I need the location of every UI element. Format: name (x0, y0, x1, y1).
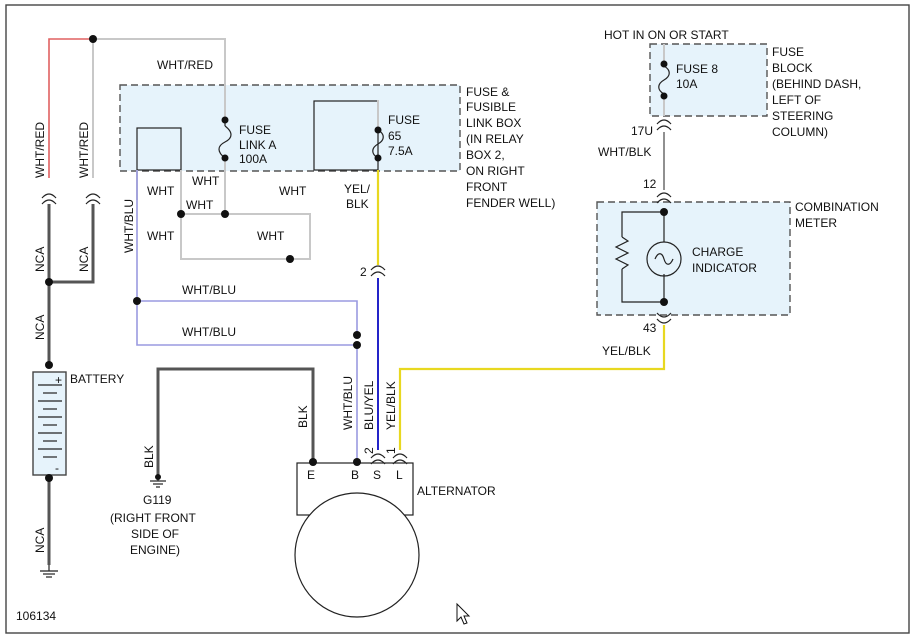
terminal-e-label: E (307, 468, 315, 482)
connector-43: 43 (643, 321, 657, 335)
ground-label-1: G119 (143, 493, 172, 507)
fuse-65-label-1: FUSE (388, 113, 420, 127)
junction-dots (45, 35, 668, 482)
wire-nca-left2-label: NCA (77, 247, 91, 272)
hot-in-label: HOT IN ON OR START (604, 28, 729, 42)
wht-blu-wires (136, 170, 358, 462)
fuse-block-label-3: (BEHIND DASH, (772, 77, 861, 91)
fuse65-output-wire (370, 100, 386, 450)
wire-wht-blu-h1-label: WHT/BLU (182, 283, 236, 297)
fuse-block-label-6: COLUMN) (772, 125, 828, 139)
charge-lamp-wire (398, 325, 666, 450)
wire-nca-left1-label: NCA (33, 247, 47, 272)
wire-yel-blk-alt-label: YEL/BLK (384, 381, 398, 430)
wire-yel-blk-meter-label: YEL/BLK (602, 344, 651, 358)
wire-blu-yel-label: BLU/YEL (362, 380, 376, 430)
ground-label-3: SIDE OF (131, 527, 179, 541)
combination-meter-label-2: METER (795, 216, 837, 230)
svg-text:+: + (55, 373, 62, 387)
fuse-link-a-label-3: 100A (239, 152, 267, 166)
wire-wht-red-top-label: WHT/RED (157, 58, 213, 72)
terminal-l-label: L (396, 468, 403, 482)
fuse-block-label-4: LEFT OF (772, 93, 821, 107)
fuse-link-a-label-2: LINK A (239, 138, 276, 152)
charge-indicator-label-2: INDICATOR (692, 261, 757, 275)
fuse-65-label-2: 65 (388, 129, 402, 143)
wire-wht-blu-b-label: WHT/BLU (341, 376, 355, 430)
fuse-link-box-label-7: FRONT (466, 180, 508, 194)
battery-label: BATTERY (70, 372, 124, 386)
charge-indicator-label-1: CHARGE (692, 245, 743, 259)
alternator-icon (294, 453, 420, 618)
wire-yel-blk-fuse-label-2: BLK (346, 197, 369, 211)
fuse-link-box-label-3: LINK BOX (466, 116, 521, 130)
fuse-link-box-label-2: FUSIBLE (466, 100, 516, 114)
connector-2-label: 2 (360, 265, 367, 279)
wire-blk-e-label: BLK (296, 405, 310, 428)
fuse-link-box-label-1: FUSE & (466, 85, 509, 99)
wire-nca-bottom-label: NCA (33, 528, 47, 553)
wire-wht-label-1: WHT (147, 184, 175, 198)
fuse-link-box-label-5: BOX 2, (466, 148, 505, 162)
mouse-cursor-icon (456, 602, 471, 625)
fuse-link-box-label-4: (IN RELAY (466, 132, 524, 146)
blk-wires (150, 367, 315, 488)
fuse-65-label-3: 7.5A (388, 144, 413, 158)
fuse-8-label-2: 10A (676, 77, 697, 91)
battery-icon: + - (32, 371, 67, 476)
ground-label-2: (RIGHT FRONT (110, 511, 196, 525)
fuse-block-label-2: BLOCK (772, 61, 813, 75)
alternator-pin-1-label: 1 (384, 447, 398, 454)
wire-yel-blk-fuse-label-1: YEL/ (344, 182, 371, 196)
wht-red-wires (48, 38, 226, 178)
charge-indicator-icon (614, 211, 682, 305)
wire-wht-blk-label: WHT/BLK (598, 145, 651, 159)
connector-17u: 17U (631, 124, 653, 138)
terminal-b-label: B (351, 468, 359, 482)
combination-meter-label-1: COMBINATION (795, 200, 879, 214)
fuse-block-label-1: FUSE (772, 45, 804, 59)
battery-ground-icon (40, 565, 58, 578)
terminal-s-label: S (373, 468, 381, 482)
wire-wht-label-5: WHT (147, 229, 175, 243)
fuse-8-label-1: FUSE 8 (676, 62, 718, 76)
wire-wht-label-4: WHT (186, 198, 214, 212)
wire-wht-red-left1-label: WHT/RED (33, 122, 47, 178)
wire-wht-label-2: WHT (192, 174, 220, 188)
connector-12: 12 (643, 177, 657, 191)
ground-label-4: ENGINE) (130, 543, 180, 557)
wire-wht-blu-h2-label: WHT/BLU (182, 325, 236, 339)
wire-wht-label-6: WHT (257, 229, 285, 243)
fuse-block-label-5: STEERING (772, 109, 833, 123)
diagram-id: 106134 (16, 609, 56, 623)
wire-blk-ground-label: BLK (142, 445, 156, 468)
svg-text:-: - (55, 461, 59, 475)
fuse-link-box-label-8: FENDER WELL) (466, 196, 555, 210)
combination-meter-outline (596, 201, 791, 316)
wire-wht-blu-vert-label: WHT/BLU (122, 199, 136, 253)
fuse-block-outline (649, 43, 768, 117)
wire-wht-red-left2-label: WHT/RED (77, 122, 91, 178)
fuse-link-box-label-6: ON RIGHT (466, 164, 525, 178)
wire-wht-label-3: WHT (279, 184, 307, 198)
wire-nca-mid-label: NCA (33, 315, 47, 340)
alternator-pin-2-label: 2 (362, 447, 376, 454)
fuse-link-a-label-1: FUSE (239, 123, 271, 137)
alternator-label: ALTERNATOR (417, 484, 496, 498)
